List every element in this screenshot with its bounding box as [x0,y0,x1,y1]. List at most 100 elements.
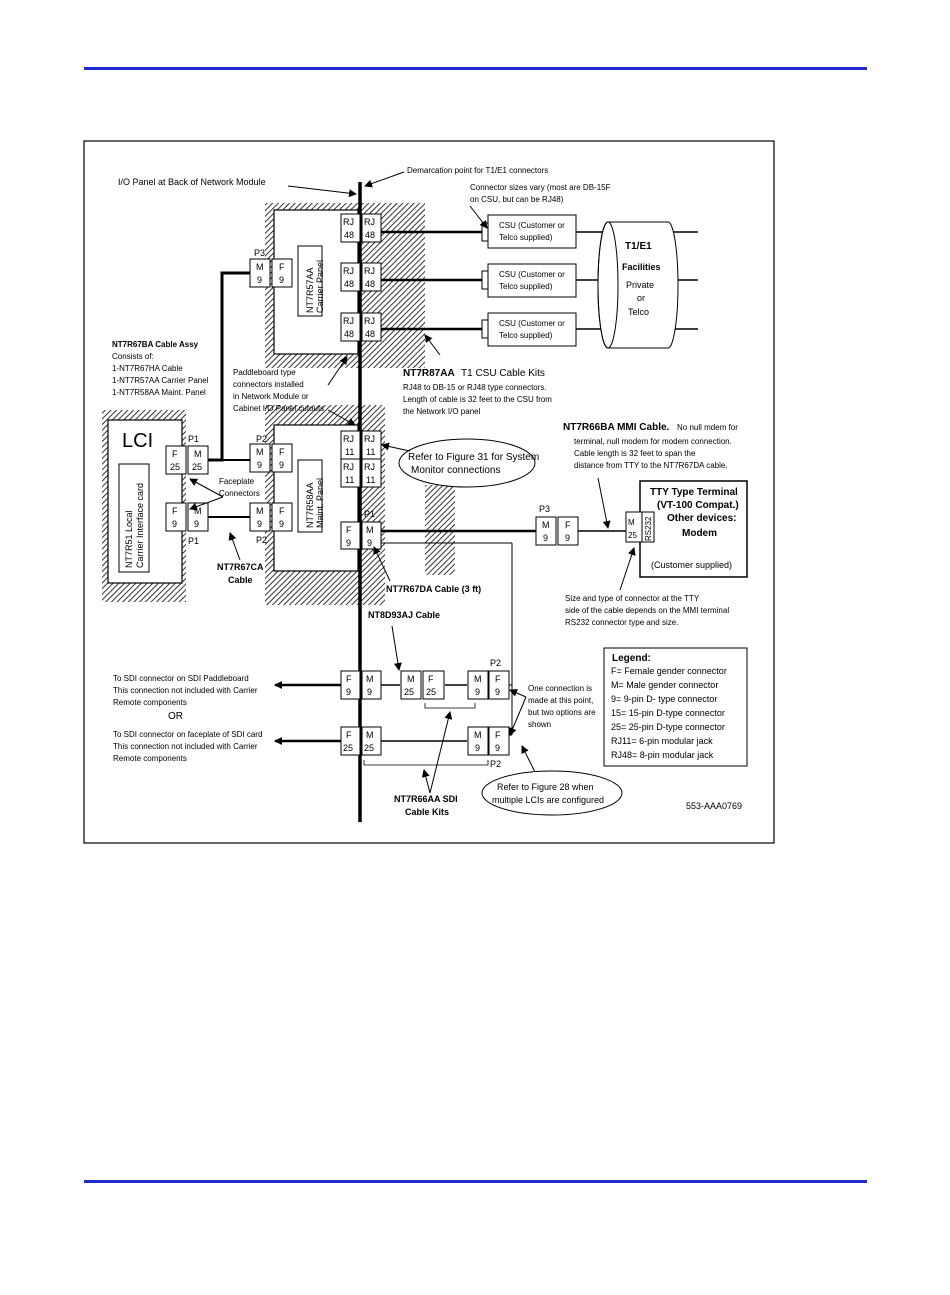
svg-text:9: 9 [475,743,480,753]
svg-text:made at this point,: made at this point, [528,696,593,705]
svg-text:CSU (Customer or: CSU (Customer or [499,270,565,279]
svg-text:9: 9 [495,743,500,753]
svg-text:One connection is: One connection is [528,684,592,693]
lci-card-label-1: NT7R51 Local [124,510,134,568]
lci-label: LCI [122,430,153,452]
svg-text:9: 9 [565,533,570,543]
svg-text:M: M [256,262,264,272]
svg-text:RJ48= 8-pin modular jack: RJ48= 8-pin modular jack [611,750,714,760]
svg-text:distance from TTY to the NT7R6: distance from TTY to the NT7R67DA cable. [574,461,728,470]
svg-text:P1: P1 [364,509,375,519]
bottom-rule [84,1180,867,1183]
svg-text:Size and type of connector at: Size and type of connector at the TTY [565,594,700,603]
svg-text:CSU (Customer or: CSU (Customer or [499,221,565,230]
sdi-connectors: F9 M9 F25 M25 M25 F25 P2 M9 F9 M9 F9 P2 [340,658,510,769]
svg-text:25: 25 [343,743,353,753]
svg-text:9: 9 [257,275,262,285]
svg-text:M: M [474,730,482,740]
svg-text:Telco supplied): Telco supplied) [499,331,553,340]
svg-text:48: 48 [365,329,375,339]
svg-text:F: F [346,730,352,740]
svg-text:No null mdem for: No null mdem for [677,423,738,432]
svg-text:25: 25 [364,743,374,753]
svg-text:1-NT7R58AA Maint. Panel: 1-NT7R58AA Maint. Panel [112,388,206,397]
svg-text:F: F [279,447,285,457]
svg-text:9: 9 [346,538,351,548]
svg-text:(Customer supplied): (Customer supplied) [651,560,732,570]
svg-text:Connector sizes vary (most are: Connector sizes vary (most are DB-15F [470,183,611,192]
svg-text:Consists of:: Consists of: [112,352,154,361]
svg-text:Remote components: Remote components [113,698,187,707]
svg-text:RJ: RJ [343,316,354,326]
svg-text:9: 9 [367,687,372,697]
demarcation-label: Demarcation point for T1/E1 connectors [407,166,548,175]
io-panel-label: I/O Panel at Back of Network Module [118,177,266,187]
svg-text:Telco: Telco [628,307,649,317]
svg-text:P2: P2 [256,535,267,545]
svg-text:terminal, null modem for modem: terminal, null modem for modem connectio… [574,437,732,446]
top-rule [84,67,867,70]
svg-text:multiple LCIs are configured: multiple LCIs are configured [492,795,604,805]
svg-text:Cable Kits: Cable Kits [405,807,449,817]
svg-text:48: 48 [344,329,354,339]
sdi-cables [274,681,512,745]
svg-text:9: 9 [172,519,177,529]
svg-text:P2: P2 [490,658,501,668]
svg-text:To SDI connector on SDI Paddle: To SDI connector on SDI Paddleboard [113,674,249,683]
fig31-ref: Refer to Figure 31 for System [408,452,539,463]
svg-text:P3: P3 [254,248,265,258]
svg-text:P1: P1 [188,536,199,546]
svg-text:Cabinet I/O Panel cutouts: Cabinet I/O Panel cutouts [233,404,324,413]
svg-text:9: 9 [194,519,199,529]
svg-text:F: F [428,674,434,684]
svg-text:9: 9 [495,687,500,697]
svg-text:RJ: RJ [343,217,354,227]
svg-text:This connection not included w: This connection not included with Carrie… [113,686,258,695]
fig28-ref: Refer to Figure 28 when [497,782,594,792]
csu-kits-title: NT7R87AA [403,368,455,379]
cable-assy-title: NT7R67BA Cable Assy [112,340,199,349]
svg-text:M: M [407,674,415,684]
svg-text:9: 9 [543,533,548,543]
svg-text:on CSU, but can be RJ48): on CSU, but can be RJ48) [470,195,564,204]
svg-text:F: F [279,262,285,272]
svg-text:Legend:: Legend: [612,653,651,664]
p2-connectors-maint: P2 M9 F9 M9 F9 P2 [249,434,293,545]
svg-text:T1 CSU Cable Kits: T1 CSU Cable Kits [461,368,545,379]
svg-text:9: 9 [346,687,351,697]
svg-text:1-NT7R67HA Cable: 1-NT7R67HA Cable [112,364,183,373]
cable-d93-label: NT8D93AJ Cable [368,610,440,620]
svg-text:This connection not included w: This connection not included with Carrie… [113,742,258,751]
svg-text:1-NT7R57AA Carrier Panel: 1-NT7R57AA Carrier Panel [112,376,209,385]
svg-text:RJ48 to DB-15 or RJ48 type con: RJ48 to DB-15 or RJ48 type connectors. [403,383,547,392]
csu-boxes: CSU (Customer or Telco supplied) CSU (Cu… [487,214,577,347]
svg-text:in Network Module or: in Network Module or [233,392,309,401]
svg-text:25: 25 [404,687,414,697]
svg-text:25: 25 [628,531,637,540]
callouts: Refer to Figure 31 for System Monitor co… [398,438,623,816]
svg-text:F: F [495,730,501,740]
svg-text:(VT-100 Compat.): (VT-100 Compat.) [657,500,739,511]
svg-text:M= Male gender connector: M= Male gender connector [611,680,718,690]
svg-text:RS232 connector type and size.: RS232 connector type and size. [565,618,678,627]
svg-text:shown: shown [528,720,551,729]
svg-text:F: F [565,520,571,530]
svg-text:25: 25 [170,462,180,472]
svg-text:48: 48 [365,279,375,289]
svg-text:Other devices:: Other devices: [667,513,736,524]
svg-text:TTY Type Terminal: TTY Type Terminal [650,487,738,498]
tty-terminal: M 25 RS232 TTY Type Terminal (VT-100 Com… [625,480,748,578]
svg-text:the Network I/O panel: the Network I/O panel [403,407,481,416]
svg-text:F: F [346,674,352,684]
nt7r67ba-cables [208,271,250,518]
svg-text:F: F [495,674,501,684]
svg-text:9: 9 [257,519,262,529]
svg-text:M: M [256,447,264,457]
t1e1-facilities: T1/E1 Facilities Private or Telco [597,221,679,349]
p3-mmi-connector: P3 M9 F9 [535,504,579,546]
svg-text:Connectors: Connectors [219,489,260,498]
svg-text:Cable length is 32 feet to sp: Cable length is 32 feet to span the [574,449,696,458]
svg-text:F: F [279,506,285,516]
svg-text:25: 25 [192,462,202,472]
